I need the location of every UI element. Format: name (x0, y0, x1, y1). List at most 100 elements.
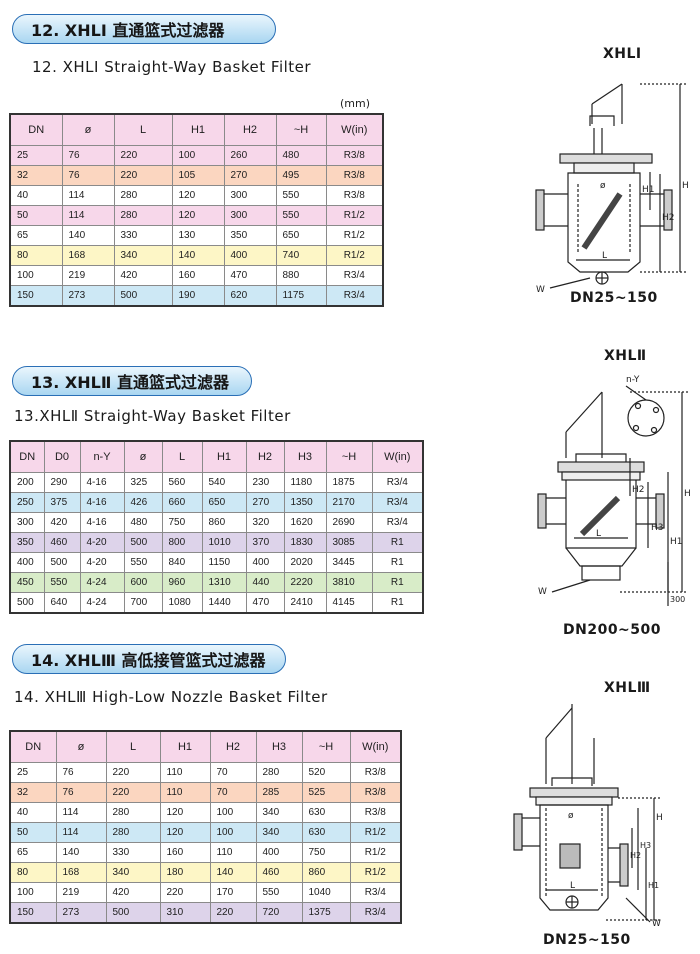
table-cell: 350 (9, 532, 45, 553)
table-cell: 25 (9, 145, 63, 166)
table-cell: 220 (159, 882, 211, 903)
table-cell: 4-16 (79, 512, 125, 533)
section-14-tag: 14. XHLⅢ 高低接管篮式过滤器 (12, 644, 286, 674)
table-cell: 4-20 (79, 532, 125, 553)
table-cell: 3810 (325, 572, 373, 593)
table-cell: 290 (43, 472, 81, 493)
table-cell: R1 (371, 592, 424, 614)
table-cell: R3/4 (349, 902, 402, 924)
table-cell: 130 (171, 225, 225, 246)
table-cell: 65 (9, 225, 63, 246)
table-cell: 1350 (283, 492, 327, 513)
table-cell: 520 (301, 762, 351, 783)
table-cell: 140 (55, 842, 107, 863)
table-cell: 120 (171, 185, 225, 206)
section-13-title: 13.XHLⅡ Straight-Way Basket Filter (14, 407, 291, 425)
table-cell: 70 (209, 762, 257, 783)
table-cell: R1 (371, 532, 424, 553)
table-cell: 100 (9, 265, 63, 286)
table-cell: R3/4 (371, 512, 424, 533)
table-cell: 273 (55, 902, 107, 924)
table-cell: 40 (9, 185, 63, 206)
table-cell: 420 (113, 265, 173, 286)
table-cell: 400 (9, 552, 45, 573)
xhl1-l-label: L (602, 251, 607, 261)
table-cell: 105 (171, 165, 225, 186)
xhl1-h-label: H (682, 181, 689, 191)
table-cell: 80 (9, 862, 57, 883)
table-cell: 470 (223, 265, 277, 286)
table-cell: 550 (255, 882, 303, 903)
section-14-title: 14. XHLⅢ High-Low Nozzle Basket Filter (14, 688, 328, 706)
column-header: H3 (283, 440, 327, 473)
table-cell: 200 (9, 472, 45, 493)
table-cell: 400 (255, 842, 303, 863)
table-cell: 375 (43, 492, 81, 513)
column-header: ø (55, 730, 107, 763)
section-12-unit: (mm) (340, 97, 371, 110)
table-cell: 65 (9, 842, 57, 863)
section-13-range-label: DN200~500 (563, 622, 662, 638)
table-cell: 426 (123, 492, 163, 513)
table-cell: 620 (223, 285, 277, 307)
table-cell: 495 (275, 165, 327, 186)
table-cell: 114 (61, 205, 115, 226)
column-header: DN (9, 440, 45, 473)
section-13-model-label: XHLⅡ (604, 348, 647, 364)
xhl3-h3-label: H3 (640, 841, 651, 850)
table-cell: 40 (9, 802, 57, 823)
xhl3-filter-diagram: ø H H2 H3 H1 L W (513, 704, 663, 929)
table-cell: 219 (61, 265, 115, 286)
table-cell: 600 (123, 572, 163, 593)
table-cell: 550 (43, 572, 81, 593)
table-cell: 4-16 (79, 472, 125, 493)
table-cell: 76 (61, 145, 115, 166)
table-cell: 350 (223, 225, 277, 246)
table-cell: 860 (201, 512, 247, 533)
xhl3-l-label: L (570, 881, 575, 891)
table-cell: 370 (245, 532, 285, 553)
table-cell: 480 (275, 145, 327, 166)
table-cell: R3/4 (325, 285, 384, 307)
table-cell: 460 (43, 532, 81, 553)
table-cell: 750 (301, 842, 351, 863)
table-cell: 650 (275, 225, 327, 246)
table-cell: 1150 (201, 552, 247, 573)
table-cell: 630 (301, 822, 351, 843)
table-cell: 168 (55, 862, 107, 883)
xhl3-w-label: W (652, 919, 661, 929)
table-cell: 120 (171, 205, 225, 226)
table-cell: 280 (105, 802, 161, 823)
table-cell: 330 (113, 225, 173, 246)
table-cell: 230 (245, 472, 285, 493)
xhl2-l-label: L (596, 529, 601, 539)
table-cell: 273 (61, 285, 115, 307)
table-cell: 180 (159, 862, 211, 883)
table-cell: 280 (113, 205, 173, 226)
xhl2-ny-label: n-Y (626, 375, 640, 385)
table-cell: 280 (105, 822, 161, 843)
column-header: L (113, 113, 173, 146)
column-header: ~H (325, 440, 373, 473)
table-cell: 3085 (325, 532, 373, 553)
column-header: W(in) (325, 113, 384, 146)
column-header: H2 (209, 730, 257, 763)
xhl2-h3-label: H3 (651, 523, 664, 533)
xhl1-h1-label: H1 (642, 185, 655, 195)
table-cell: 160 (159, 842, 211, 863)
table-cell: 220 (113, 165, 173, 186)
table-cell: 2410 (283, 592, 327, 614)
table-cell: 700 (123, 592, 163, 614)
table-cell: R3/4 (371, 492, 424, 513)
table-cell: 420 (105, 882, 161, 903)
table-cell: R3/8 (349, 782, 402, 803)
table-cell: 750 (161, 512, 203, 533)
